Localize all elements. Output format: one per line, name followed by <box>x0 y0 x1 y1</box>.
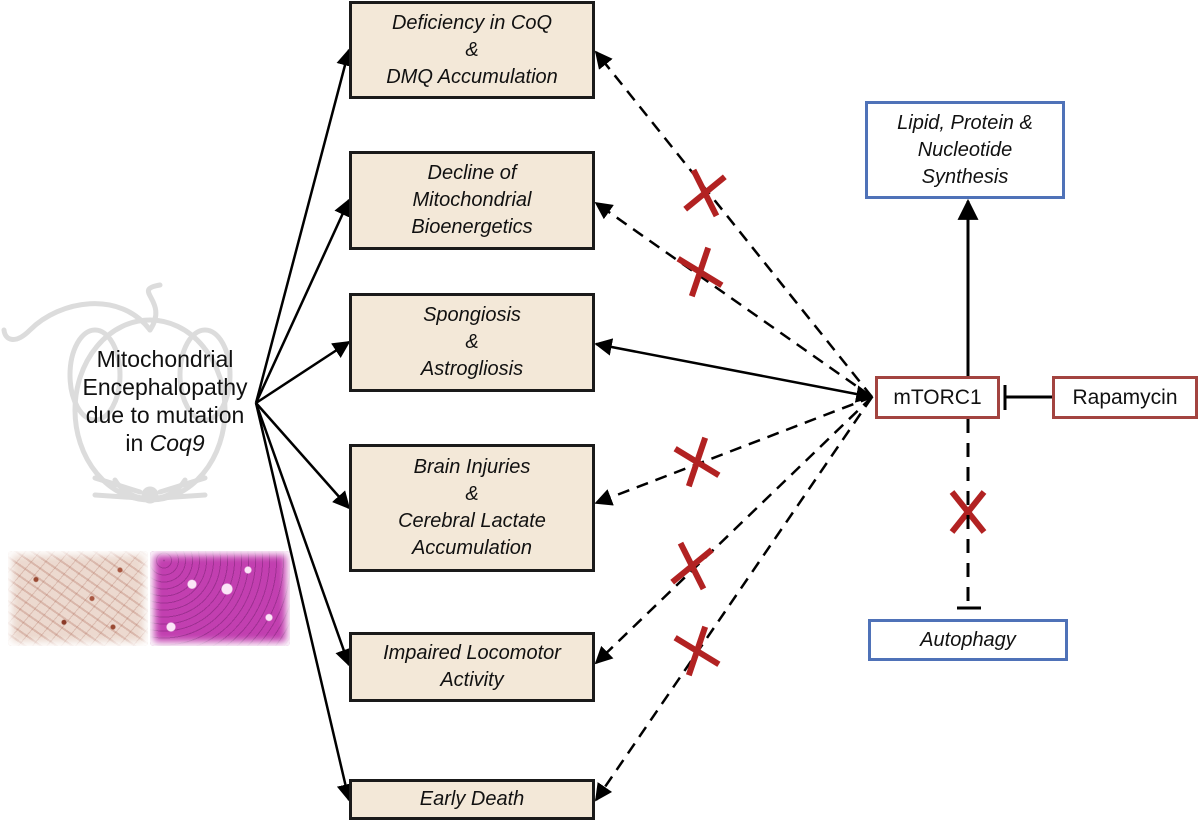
outcome-line: Deficiency in CoQ <box>391 11 553 34</box>
mtorc1-label: mTORC1 <box>893 385 982 409</box>
outcome-box-coq: Deficiency in CoQ & DMQ Accumulation <box>349 1 595 99</box>
cross-stroke <box>683 174 727 212</box>
cross-stroke <box>670 547 714 585</box>
cross-stroke <box>688 246 712 298</box>
blocked-crosses <box>670 168 987 677</box>
outcome-line: & <box>465 483 479 505</box>
hematoxylin-eosin-stain-image <box>150 551 290 646</box>
mtorc1-arrow-locomotor <box>594 396 873 665</box>
cause-arrow-locomotor <box>254 402 352 667</box>
outcome-line: Activity <box>440 669 504 691</box>
synthesis-line: Nucleotide <box>917 138 1013 161</box>
cross-stroke <box>685 625 709 677</box>
causes-arrows <box>254 48 354 802</box>
outcome-line: Accumulation <box>411 537 533 559</box>
rapamycin-label: Rapamycin <box>1072 385 1178 409</box>
outcome-line: Cerebral Lactate <box>398 510 546 532</box>
cause-arrow-death <box>254 402 354 802</box>
disease-line: due to mutation <box>85 402 245 428</box>
outcome-line: Mitochondrial <box>412 189 532 211</box>
mtorc1-arrow-brain <box>594 395 873 506</box>
outcome-box-death: Early Death <box>349 779 595 820</box>
blocked-cross-locomotor <box>670 541 714 591</box>
cause-arrow-brain <box>255 402 351 510</box>
blocked-cross-death <box>673 625 721 677</box>
cross-stroke <box>949 490 987 534</box>
outcome-line: Spongiosis <box>423 304 521 326</box>
autophagy-label: Autophagy <box>920 628 1016 651</box>
mtorc1-arrow-death <box>594 396 874 802</box>
synthesis-line: Lipid, Protein & <box>897 111 1033 134</box>
cross-stroke <box>685 436 709 488</box>
blocked-cross-autophagy <box>949 490 987 534</box>
outcome-box-brain: Brain Injuries & Cerebral Lactate Accumu… <box>349 444 595 572</box>
astrogliosis-stain-image <box>8 551 148 646</box>
outcome-line: Brain Injuries <box>413 456 531 478</box>
blocked-cross-bioenergetics <box>676 246 724 298</box>
synthesis-line: Synthesis <box>921 165 1009 188</box>
mtorc1-arrow-coq <box>594 50 873 398</box>
disease-gene-line: in Coq9 <box>65 429 265 457</box>
rapamycin-box: Rapamycin <box>1052 376 1198 419</box>
outcome-line: & <box>465 331 479 353</box>
synthesis-box: Lipid, Protein & Nucleotide Synthesis <box>865 101 1065 199</box>
cause-arrow-coq <box>254 48 354 404</box>
outcome-line: Decline of <box>427 162 517 184</box>
outcome-line: Impaired Locomotor <box>383 642 561 664</box>
autophagy-box: Autophagy <box>868 619 1068 661</box>
cause-arrow-spongiosis <box>255 340 351 405</box>
outcome-line: Early Death <box>419 788 525 810</box>
mtorc1-box: mTORC1 <box>875 376 1000 419</box>
mtorc1-arrow-bioenergetics <box>594 201 873 399</box>
mtorc1-arrow-spongiosis <box>594 338 874 403</box>
gene-name: Coq9 <box>149 430 205 456</box>
outcome-box-spongiosis: Spongiosis & Astrogliosis <box>349 293 595 392</box>
disease-line: Mitochondrial <box>96 346 234 372</box>
blocked-cross-coq <box>683 168 727 218</box>
mouse-icon <box>1 282 233 504</box>
mtorc1-arrows <box>594 50 874 802</box>
disease-line: Encephalopathy <box>82 374 248 400</box>
gene-prefix: in <box>125 430 150 456</box>
outcome-line: Bioenergetics <box>411 216 533 238</box>
disease-label: Mitochondrial Encephalopathy due to muta… <box>65 345 265 457</box>
outcome-line: Astrogliosis <box>420 358 524 380</box>
outcome-box-bioenergetics: Decline of Mitochondrial Bioenergetics <box>349 151 595 250</box>
outcome-line: DMQ Accumulation <box>386 65 558 88</box>
outcome-line: & <box>465 38 479 61</box>
outcome-box-locomotor: Impaired Locomotor Activity <box>349 632 595 702</box>
cause-arrow-bioenergetics <box>254 198 351 404</box>
blocked-cross-brain <box>673 436 721 488</box>
